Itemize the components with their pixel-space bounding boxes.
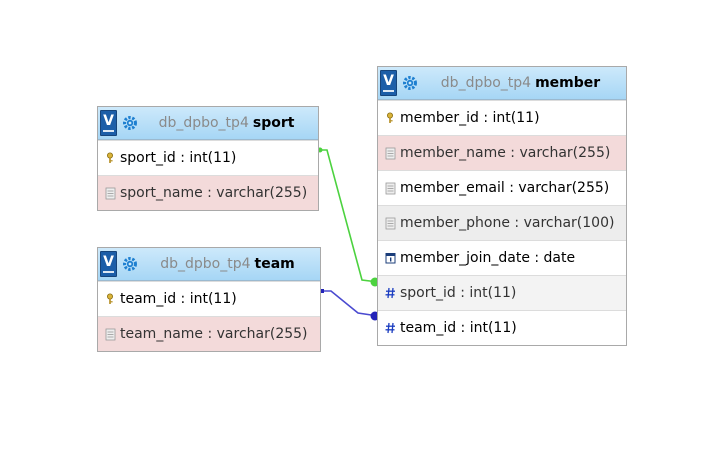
gear-icon[interactable] xyxy=(121,255,139,273)
gear-icon[interactable] xyxy=(401,74,419,92)
column-row[interactable]: member_id : int(11) xyxy=(378,100,626,135)
column-row[interactable]: team_name : varchar(255) xyxy=(98,316,320,351)
column-row[interactable]: member_name : varchar(255) xyxy=(378,135,626,170)
text-field-icon xyxy=(383,216,397,230)
text-field-icon xyxy=(383,146,397,160)
column-row[interactable]: member_join_date : date xyxy=(378,240,626,275)
column-row[interactable]: member_email : varchar(255) xyxy=(378,170,626,205)
toggle-columns-button[interactable]: V xyxy=(380,70,397,96)
column-row[interactable]: member_phone : varchar(100) xyxy=(378,205,626,240)
sport-member-link xyxy=(319,149,379,283)
column-row[interactable]: sport_id : int(11) xyxy=(98,140,318,175)
text-field-icon xyxy=(103,327,117,341)
gear-icon[interactable] xyxy=(121,114,139,132)
team-member-link xyxy=(321,290,379,317)
key-icon xyxy=(103,292,117,306)
text-field-icon xyxy=(383,181,397,195)
key-icon xyxy=(103,151,117,165)
column-row[interactable]: sport_name : varchar(255) xyxy=(98,175,318,210)
column-row[interactable]: sport_id : int(11) xyxy=(378,275,626,310)
date-icon xyxy=(383,251,397,265)
toggle-columns-button[interactable]: V xyxy=(100,251,117,277)
text-field-icon xyxy=(103,186,117,200)
key-icon xyxy=(383,111,397,125)
column-row[interactable]: team_id : int(11) xyxy=(98,281,320,316)
toggle-columns-button[interactable]: V xyxy=(100,110,117,136)
column-row[interactable]: team_id : int(11) xyxy=(378,310,626,345)
hash-icon xyxy=(383,321,397,335)
hash-icon xyxy=(383,286,397,300)
